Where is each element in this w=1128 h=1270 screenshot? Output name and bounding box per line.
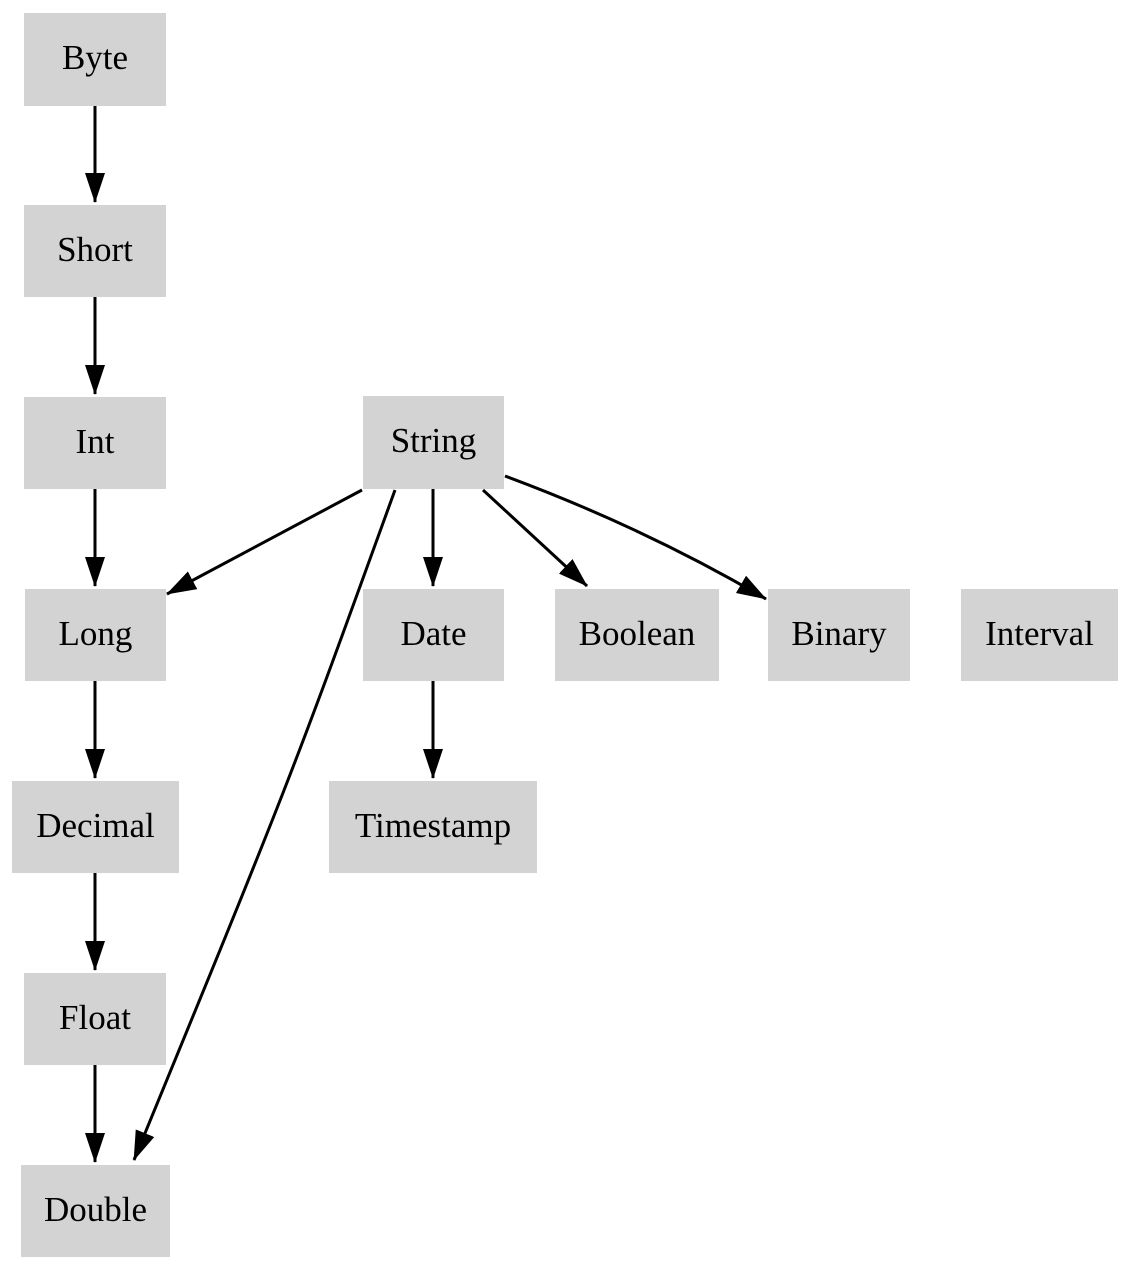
edge-string-boolean: [481, 488, 589, 588]
node-binary: Binary: [768, 589, 910, 681]
node-label: Byte: [61, 38, 129, 77]
node-short: Short: [24, 205, 166, 297]
node-label: Double: [43, 1189, 148, 1229]
edge-string-long: [166, 488, 363, 596]
node-label: Binary: [791, 613, 887, 653]
node-long: Long: [25, 589, 166, 681]
node-label: Float: [59, 997, 131, 1037]
node-double: Double: [21, 1165, 170, 1257]
node-label: Boolean: [578, 613, 696, 653]
node-float: Float: [24, 973, 166, 1065]
node-label: Decimal: [36, 805, 155, 845]
node-label: Interval: [985, 613, 1094, 653]
node-boolean: Boolean: [555, 589, 719, 681]
node-label: Short: [57, 229, 133, 269]
node-label: Date: [400, 613, 467, 653]
node-string: String: [363, 396, 504, 489]
node-label: Long: [58, 613, 133, 653]
node-int: Int: [24, 397, 166, 489]
node-decimal: Decimal: [12, 781, 179, 873]
edge-string-binary: [504, 474, 767, 601]
node-label: Int: [75, 421, 115, 461]
node-label: String: [390, 421, 477, 460]
node-interval: Interval: [961, 589, 1118, 681]
node-timestamp: Timestamp: [329, 781, 537, 873]
node-byte: Byte: [24, 13, 166, 106]
node-label: Timestamp: [354, 805, 512, 845]
node-date: Date: [363, 589, 504, 681]
